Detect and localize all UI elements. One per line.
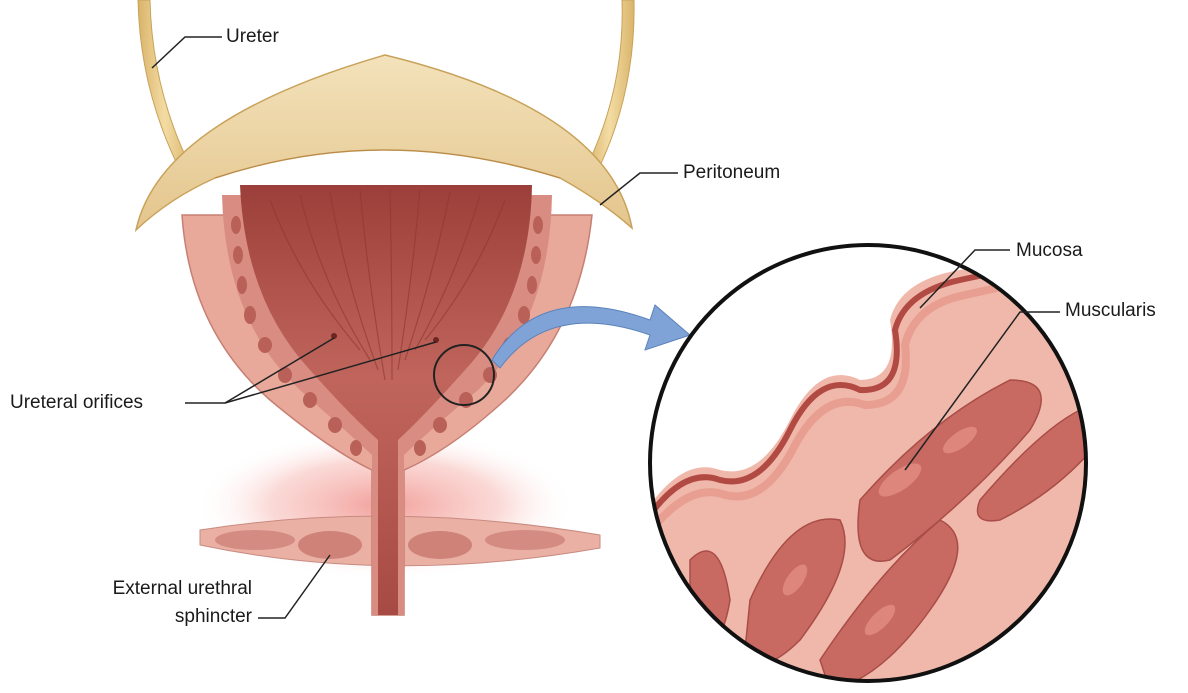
label-ureter: Ureter (226, 26, 279, 48)
label-muscularis: Muscularis (1065, 300, 1156, 322)
label-external-urethral-sphincter-line2: sphincter (40, 606, 252, 628)
label-peritoneum: Peritoneum (683, 162, 780, 184)
label-mucosa: Mucosa (1016, 240, 1083, 262)
ureter-right (585, 0, 634, 172)
ureter-left (138, 0, 192, 170)
label-external-urethral-sphincter-line1: External urethral (40, 578, 252, 600)
label-ureteral-orifices: Ureteral orifices (10, 392, 143, 414)
magnified-wall-section (640, 240, 1100, 690)
